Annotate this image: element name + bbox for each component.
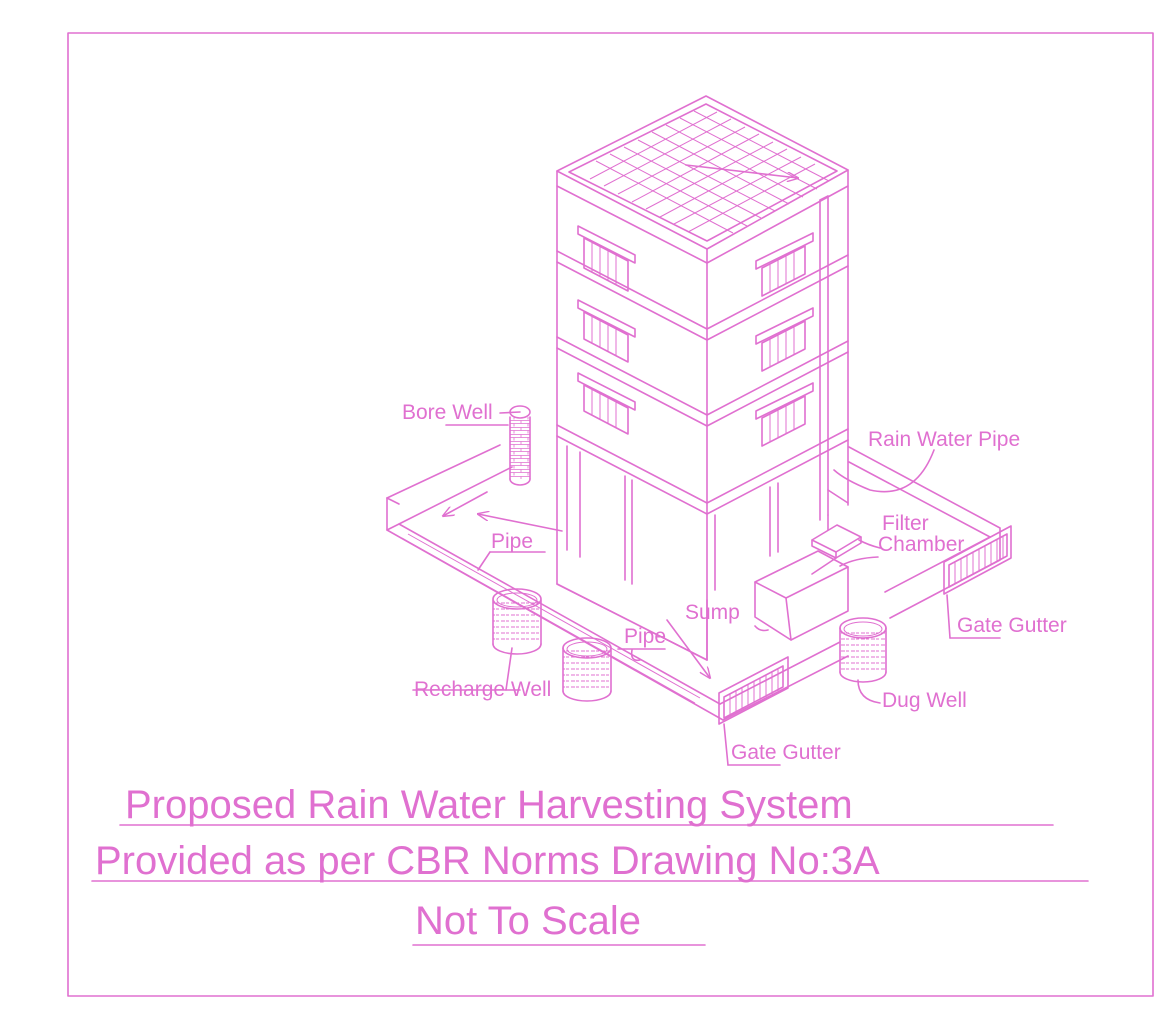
sump (754, 550, 849, 641)
title-line-3: Not To Scale (415, 899, 641, 943)
label-sump: Sump (685, 601, 740, 624)
label-pipe-front: Pipe (624, 625, 666, 648)
recharge-well-1 (492, 588, 542, 655)
label-filter: Filter (882, 512, 929, 535)
title-line-1: Proposed Rain Water Harvesting System (125, 783, 853, 827)
label-gate-gutter-right: Gate Gutter (957, 614, 1067, 637)
title-line-2: Provided as per CBR Norms Drawing No:3A (95, 839, 880, 883)
windows-right (755, 232, 814, 447)
label-rain-water-pipe: Rain Water Pipe (868, 428, 1020, 451)
label-gate-gutter-front: Gate Gutter (731, 741, 841, 764)
bore-well (509, 405, 531, 486)
label-chamber: Chamber (878, 533, 964, 556)
label-pipe-left: Pipe (491, 530, 533, 553)
dug-well (839, 617, 887, 683)
drawing-frame (67, 32, 1154, 997)
gate-front (718, 656, 789, 725)
windows-left (577, 225, 636, 435)
leader-lines (412, 424, 1001, 766)
title-block: Proposed Rain Water Harvesting System Pr… (91, 783, 1089, 946)
roof-grid (589, 110, 830, 234)
gate-right (943, 525, 1012, 595)
building (556, 95, 849, 661)
recharge-well-2 (562, 637, 612, 702)
label-bore-well: Bore Well (402, 401, 493, 424)
label-dug-well: Dug Well (882, 689, 967, 712)
flow-arrows (443, 411, 710, 678)
label-recharge-well: Recharge Well (414, 678, 551, 701)
